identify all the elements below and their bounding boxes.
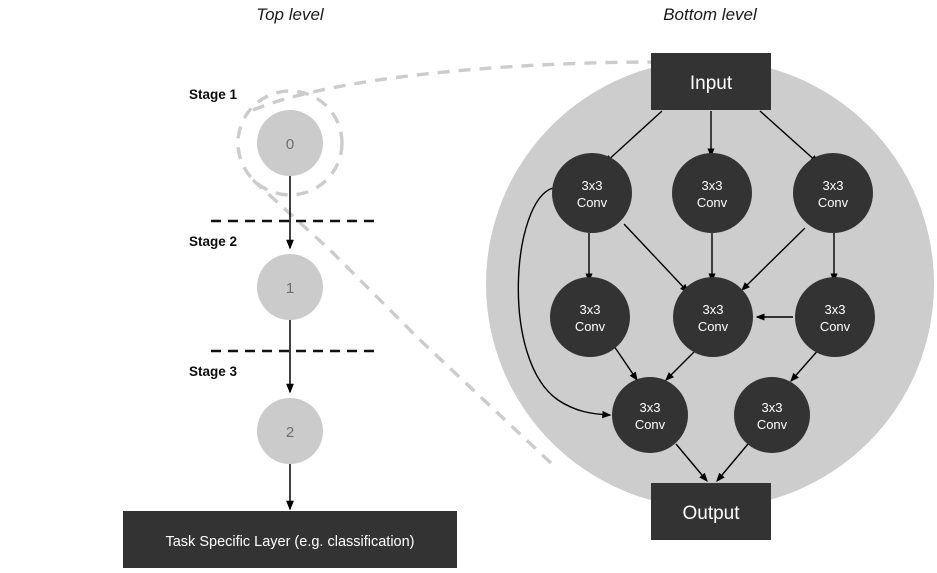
conv-circle[interactable]: [673, 277, 753, 357]
zoom-connector-bottom: [251, 178, 555, 467]
top-level-node-2[interactable]: 2: [257, 398, 323, 464]
top-level-node-1[interactable]: 1: [257, 254, 323, 320]
stage-node-number: 1: [286, 280, 294, 297]
conv-node-c4[interactable]: 3x3 Conv: [550, 277, 630, 357]
edge-c1-c5: [623, 223, 689, 293]
magnifier-circle: [236, 89, 344, 197]
conv-circle[interactable]: [793, 153, 873, 233]
stage-label-2: Stage 2: [189, 234, 237, 249]
conv-label-line2: Conv: [757, 417, 788, 432]
top-level-node-0[interactable]: 0: [257, 110, 323, 176]
conv-label-line2: Conv: [575, 319, 606, 334]
conv-label-line1: 3x3: [762, 400, 783, 415]
conv-label-line2: Conv: [698, 319, 729, 334]
input-label: Input: [690, 73, 733, 94]
stage-label-3: Stage 3: [189, 364, 238, 379]
output-label: Output: [682, 503, 740, 524]
input-box[interactable]: [651, 53, 771, 110]
conv-circle[interactable]: [612, 377, 688, 453]
conv-label-line2: Conv: [697, 195, 728, 210]
conv-circle[interactable]: [552, 153, 632, 233]
task-layer-box[interactable]: [123, 511, 457, 568]
conv-node-c7[interactable]: 3x3 Conv: [612, 377, 688, 453]
zoom-connector-top: [252, 60, 661, 112]
conv-label-line2: Conv: [577, 195, 608, 210]
conv-label-line1: 3x3: [703, 302, 724, 317]
conv-label-line1: 3x3: [580, 302, 601, 317]
edge-c6-c8: [790, 347, 821, 383]
task-layer-label: Task Specific Layer (e.g. classification…: [165, 534, 414, 550]
stage-circle[interactable]: [257, 110, 323, 176]
conv-label-line1: 3x3: [823, 178, 844, 193]
conv-node-c8[interactable]: 3x3 Conv: [734, 377, 810, 453]
conv-label-line2: Conv: [635, 417, 666, 432]
output-node[interactable]: Output: [651, 483, 771, 540]
conv-circle[interactable]: [672, 153, 752, 233]
conv-circle[interactable]: [550, 277, 630, 357]
conv-label-line2: Conv: [818, 195, 849, 210]
input-node[interactable]: Input: [651, 53, 771, 110]
stage-circle[interactable]: [257, 398, 323, 464]
edge-c3-c5: [741, 227, 806, 291]
edge-input-c3: [759, 110, 820, 164]
edge-c7-output: [675, 443, 708, 483]
stage-label-1: Stage 1: [189, 87, 238, 102]
conv-label-line1: 3x3: [702, 178, 723, 193]
conv-label-line1: 3x3: [582, 178, 603, 193]
conv-label-line2: Conv: [820, 319, 851, 334]
conv-circle[interactable]: [734, 377, 810, 453]
bottom-level-title: Bottom level: [663, 5, 758, 24]
conv-node-c6[interactable]: 3x3 Conv: [795, 277, 875, 357]
conv-node-c5[interactable]: 3x3 Conv: [673, 277, 753, 357]
task-specific-layer[interactable]: Task Specific Layer (e.g. classification…: [123, 511, 457, 568]
conv-node-c1[interactable]: 3x3 Conv: [552, 153, 632, 233]
output-box[interactable]: [651, 483, 771, 540]
edge-c1-c7-skip: [517, 187, 612, 419]
edge-c8-output: [716, 443, 749, 483]
edge-input-c1: [603, 110, 663, 164]
conv-label-line1: 3x3: [640, 400, 661, 415]
edge-c4-c7: [613, 345, 638, 382]
bottom-level-edges: [517, 110, 838, 483]
zoom-connectors: [236, 60, 661, 467]
stage-circle[interactable]: [257, 254, 323, 320]
conv-node-c3[interactable]: 3x3 Conv: [793, 153, 873, 233]
stage-node-number: 2: [286, 424, 294, 441]
edge-c5-c7: [665, 350, 696, 381]
conv-node-c2[interactable]: 3x3 Conv: [672, 153, 752, 233]
conv-label-line1: 3x3: [825, 302, 846, 317]
stage-node-number: 0: [286, 136, 294, 153]
top-level-title: Top level: [256, 5, 325, 24]
conv-circle[interactable]: [795, 277, 875, 357]
